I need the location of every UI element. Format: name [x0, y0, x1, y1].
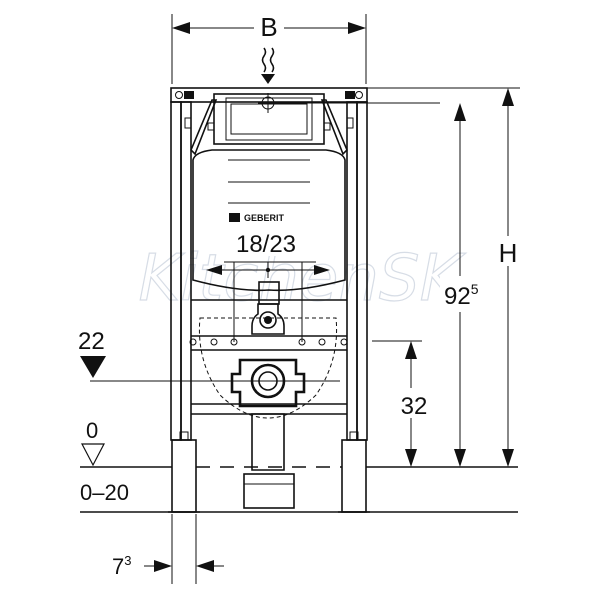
drain-level-marker-icon	[80, 356, 106, 378]
height-dimension: H	[366, 87, 524, 467]
frame	[168, 87, 370, 513]
cistern: GEBERIT	[192, 93, 346, 305]
arrow-icon	[154, 560, 172, 572]
offset-value: 7	[112, 554, 124, 579]
water-supply-icon	[261, 47, 275, 84]
floor-lines	[80, 466, 518, 513]
floor-level-marker: 0	[81, 418, 105, 467]
height-label: H	[499, 238, 518, 268]
svg-text:925: 925	[444, 281, 479, 310]
wc-pan-outline	[198, 317, 338, 419]
floor-level-marker-icon	[81, 443, 105, 467]
fixing-points	[189, 338, 348, 346]
brand-logo: GEBERIT	[244, 213, 285, 223]
bolt-spacing-dimension: 18/23	[206, 228, 330, 342]
svg-text:73: 73	[112, 553, 131, 579]
width-dimension: B	[171, 12, 367, 84]
frame-height-decimal: 5	[471, 281, 479, 297]
bolt-spacing-label: 18/23	[236, 231, 296, 258]
floor-level-label: 0	[86, 418, 98, 443]
connection-height-dimension: 32	[372, 340, 434, 467]
floor-range-label: 0–20	[80, 480, 129, 505]
water-inlet-marker	[258, 93, 440, 113]
offset-dimension: 73	[112, 514, 224, 584]
drain-pipe	[243, 413, 295, 509]
connection-height-label: 32	[401, 393, 428, 420]
width-label: B	[260, 12, 277, 42]
offset-decimal: 3	[124, 553, 131, 568]
drain-connection	[90, 358, 340, 408]
frame-height-dimension: 925	[440, 103, 488, 467]
frame-height-value: 92	[444, 283, 471, 310]
drain-level-marker: 22	[78, 328, 106, 378]
flush-bend	[251, 303, 285, 335]
drain-level-label: 22	[78, 328, 105, 355]
